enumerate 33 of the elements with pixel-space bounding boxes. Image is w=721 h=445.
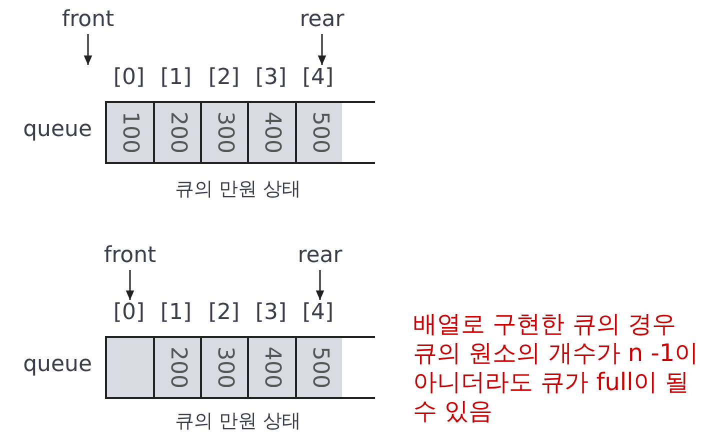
index-label: [2] bbox=[208, 66, 240, 90]
caption: 큐의 만원 상태 bbox=[174, 177, 302, 202]
array-cell: 200 bbox=[153, 103, 200, 162]
array-cell: 200 bbox=[153, 338, 200, 397]
array-cell bbox=[105, 338, 153, 397]
index-label: [0] bbox=[113, 301, 145, 325]
pointer-label: rear bbox=[298, 244, 342, 268]
array-cell: 500 bbox=[295, 338, 342, 397]
index-label: [3] bbox=[255, 301, 287, 325]
array-name-label: queue bbox=[23, 117, 92, 142]
array-cell: 400 bbox=[247, 338, 295, 397]
array-cell: 100 bbox=[105, 103, 153, 162]
pointer-arrow bbox=[84, 34, 92, 65]
caption: 큐의 만원 상태 bbox=[174, 409, 302, 434]
pointer-arrow bbox=[126, 270, 134, 300]
note-text: 배열로 구현한 큐의 경우 큐의 원소의 개수가 n -1이 아니더라도 큐가 full이 될 수 있음 bbox=[413, 310, 700, 426]
array-cell: 400 bbox=[247, 103, 295, 162]
index-label: [2] bbox=[208, 301, 240, 325]
index-label: [1] bbox=[160, 301, 192, 325]
array-cell: 300 bbox=[200, 338, 247, 397]
index-label: [3] bbox=[255, 66, 287, 90]
pointer-label: rear bbox=[300, 8, 344, 32]
array-name-label: queue bbox=[23, 352, 92, 377]
index-label: [4] bbox=[302, 66, 334, 90]
pointer-label: front bbox=[104, 244, 156, 268]
index-label: [0] bbox=[113, 66, 145, 90]
pointer-arrow bbox=[316, 270, 324, 300]
array-cell: 300 bbox=[200, 103, 247, 162]
pointer-label: front bbox=[62, 8, 114, 32]
index-label: [4] bbox=[302, 301, 334, 325]
array-cell: 500 bbox=[295, 103, 342, 162]
index-label: [1] bbox=[160, 66, 192, 90]
pointer-arrow bbox=[318, 34, 326, 65]
